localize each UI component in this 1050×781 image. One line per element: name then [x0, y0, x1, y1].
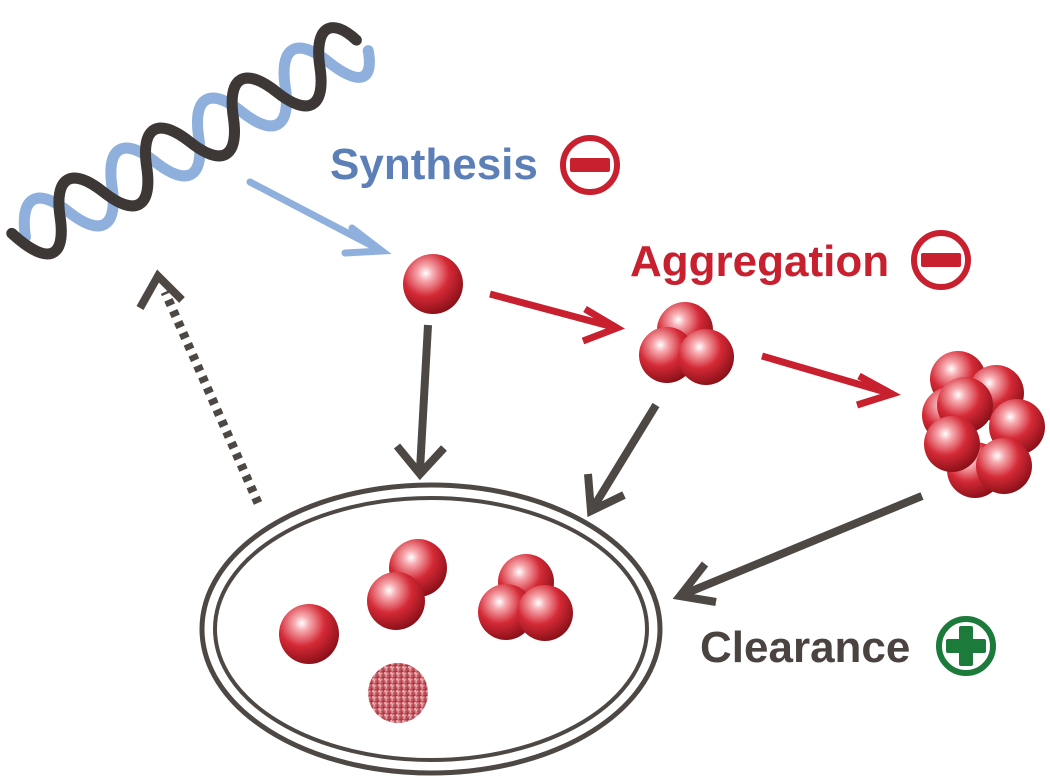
aggregate-clearance-arrow	[672, 492, 924, 606]
clearance-plus-icon	[936, 616, 996, 676]
oligomer-cluster-icon	[639, 302, 734, 385]
compartment-monomer-icon	[279, 604, 339, 664]
compartment-oligomer-icon	[478, 554, 573, 641]
synthesis-label: Synthesis	[330, 140, 538, 189]
oligomer-clearance-arrow	[584, 402, 660, 518]
monomer-clearance-arrow	[393, 324, 447, 481]
feedback-dotted-arrow	[136, 269, 263, 505]
synthesis-arrow	[246, 178, 392, 257]
dna-strand-blue	[18, 42, 375, 243]
aggregation-arrow-2	[761, 352, 901, 409]
compartment-dimer-icon	[367, 539, 447, 630]
aggregation-arrow-1	[489, 290, 626, 345]
dna-helix-icon	[6, 22, 375, 260]
synthesis-minus-icon	[560, 135, 620, 195]
degraded-protein-icon	[368, 663, 428, 723]
dna-strand-dark	[6, 22, 362, 260]
protein-monomer-icon	[403, 254, 463, 314]
aggregation-label: Aggregation	[630, 237, 890, 286]
clearance-label: Clearance	[700, 623, 911, 672]
cell-compartment-icon	[199, 482, 663, 776]
aggregate-cluster-icon	[922, 351, 1045, 498]
aggregation-minus-icon	[911, 230, 971, 290]
